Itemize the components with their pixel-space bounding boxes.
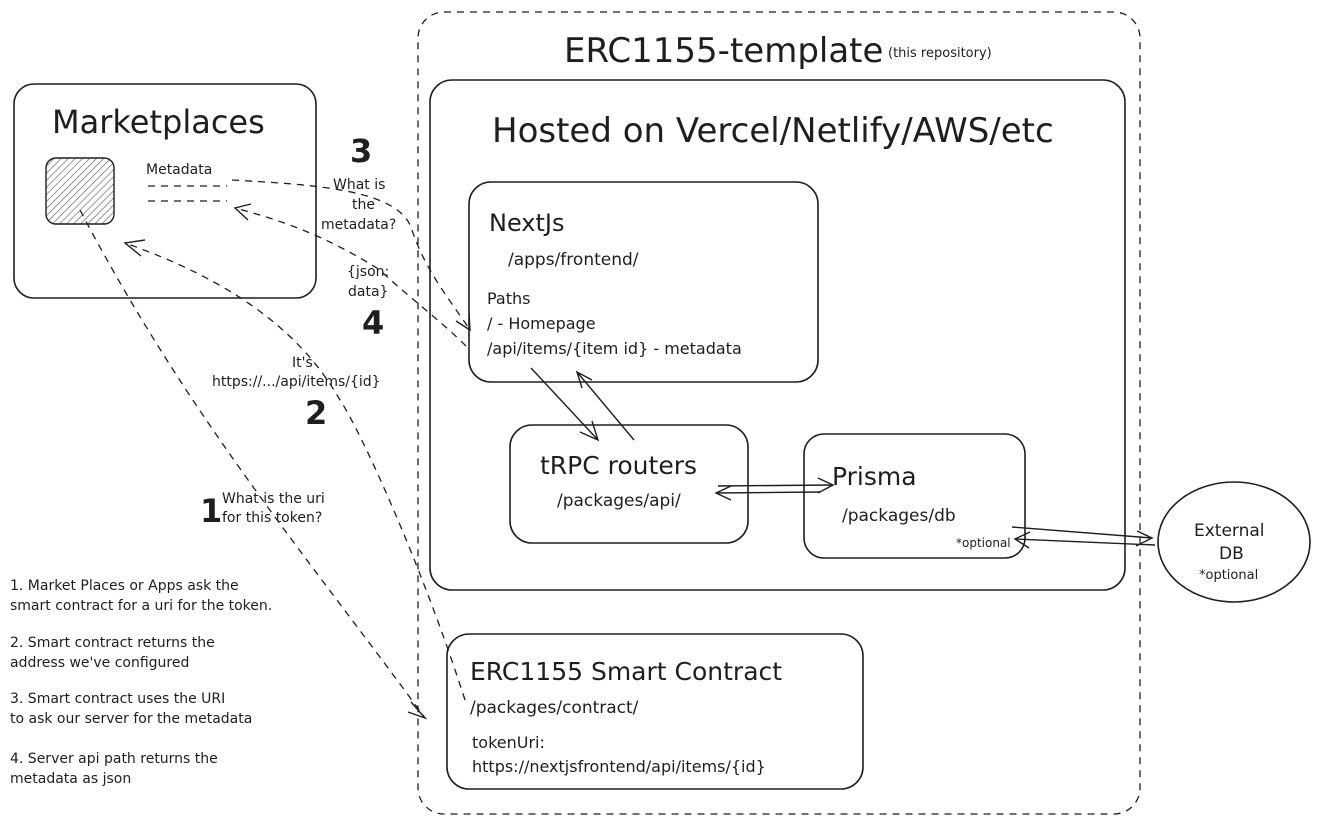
prisma-path: /packages/db [842,506,956,526]
step1-text-2: for this token? [222,510,322,526]
legend-item-2-line2: address we've configured [10,655,189,671]
external-db-line1: External [1194,521,1265,541]
external-db-line2: DB [1219,544,1244,564]
nextjs-path-homepage: / - Homepage [487,314,596,333]
step3-text-1: What is [333,177,385,193]
arrow-prisma-to-db [1011,526,1153,539]
hosting-title: Hosted on Vercel/Netlify/AWS/etc [492,111,1054,151]
step3-number: 3 [350,132,372,170]
external-db-optional-note: *optional [1199,568,1258,583]
step4-text-1: {json: [347,264,389,280]
repo-title: ERC1155-template [564,31,883,71]
arrow-prisma-to-trpc [715,491,821,494]
external-db-circle [1157,481,1311,603]
step4-text-2: data} [348,284,388,300]
step3-text-3: metadata? [321,217,396,233]
marketplaces-title: Marketplaces [52,103,265,141]
arrow-trpc-to-nextjs [576,371,635,441]
arrowhead-step4 [233,203,252,221]
nextjs-box [468,181,819,383]
legend-item-4-line2: metadata as json [10,771,131,787]
step2-text-1: It's [292,355,313,371]
nextjs-title: NextJs [489,209,565,237]
legend-item-4-line1: 4. Server api path returns the [10,751,218,767]
step2-number: 2 [305,394,327,432]
trpc-path: /packages/api/ [557,491,681,511]
arrow-db-to-prisma [1014,538,1156,546]
nft-image-placeholder [45,157,115,225]
arrow-step1 [79,209,426,719]
arrowhead-step2 [123,239,146,257]
prisma-title: Prisma [832,462,917,491]
prisma-box [803,433,1026,559]
hosting-box [429,79,1126,591]
token-uri-label: tokenUri: [472,733,545,752]
arrow-step3 [231,179,471,331]
trpc-box [509,424,749,544]
arrowhead-prisma-to-db [1135,530,1154,547]
arrow-step2 [124,242,466,701]
nextjs-path-metadata: /api/items/{item id} - metadata [487,339,742,358]
arrow-nextjs-to-trpc [530,367,599,441]
repository-boundary [417,11,1141,815]
marketplaces-box [13,83,317,299]
prisma-optional-note: *optional [956,536,1011,550]
arrowhead-step1 [407,701,428,720]
step3-text-2: the [352,197,375,213]
step2-text-2: https://.../api/items/{id} [212,374,381,390]
trpc-title: tRPC routers [540,451,697,480]
arrowhead-trpc-to-prisma [817,477,835,494]
arrowhead-step3 [455,312,471,332]
legend-item-1-line1: 1. Market Places or Apps ask the [10,578,239,594]
nextjs-path: /apps/frontend/ [508,250,639,270]
arrow-trpc-to-prisma [717,484,834,487]
legend-item-3-line1: 3. Smart contract uses the URI [10,691,225,707]
legend: 1. Market Places or Apps ask the smart c… [10,578,272,787]
token-uri-value: https://nextjsfrontend/api/items/{id} [472,757,766,776]
step4-number: 4 [362,304,384,342]
legend-item-1-line2: smart contract for a uri for the token. [10,598,272,614]
step1-text-1: What is the uri [222,491,325,507]
contract-title: ERC1155 Smart Contract [470,657,782,686]
metadata-label: Metadata [146,162,212,178]
contract-path: /packages/contract/ [470,698,639,718]
nextjs-paths-heading: Paths [487,289,530,308]
legend-item-3-line2: to ask our server for the metadata [10,711,252,727]
arrow-step4 [234,207,467,347]
legend-item-2-line1: 2. Smart contract returns the [10,635,215,651]
contract-box [446,633,864,790]
arrowhead-prisma-to-trpc [714,485,732,501]
arrowhead-nextjs-to-trpc [579,420,600,442]
arrowhead-trpc-to-nextjs [575,370,593,389]
step1-number: 1 [200,492,222,530]
repo-note: (this repository) [888,46,992,61]
arrowhead-db-to-prisma [1013,531,1031,549]
